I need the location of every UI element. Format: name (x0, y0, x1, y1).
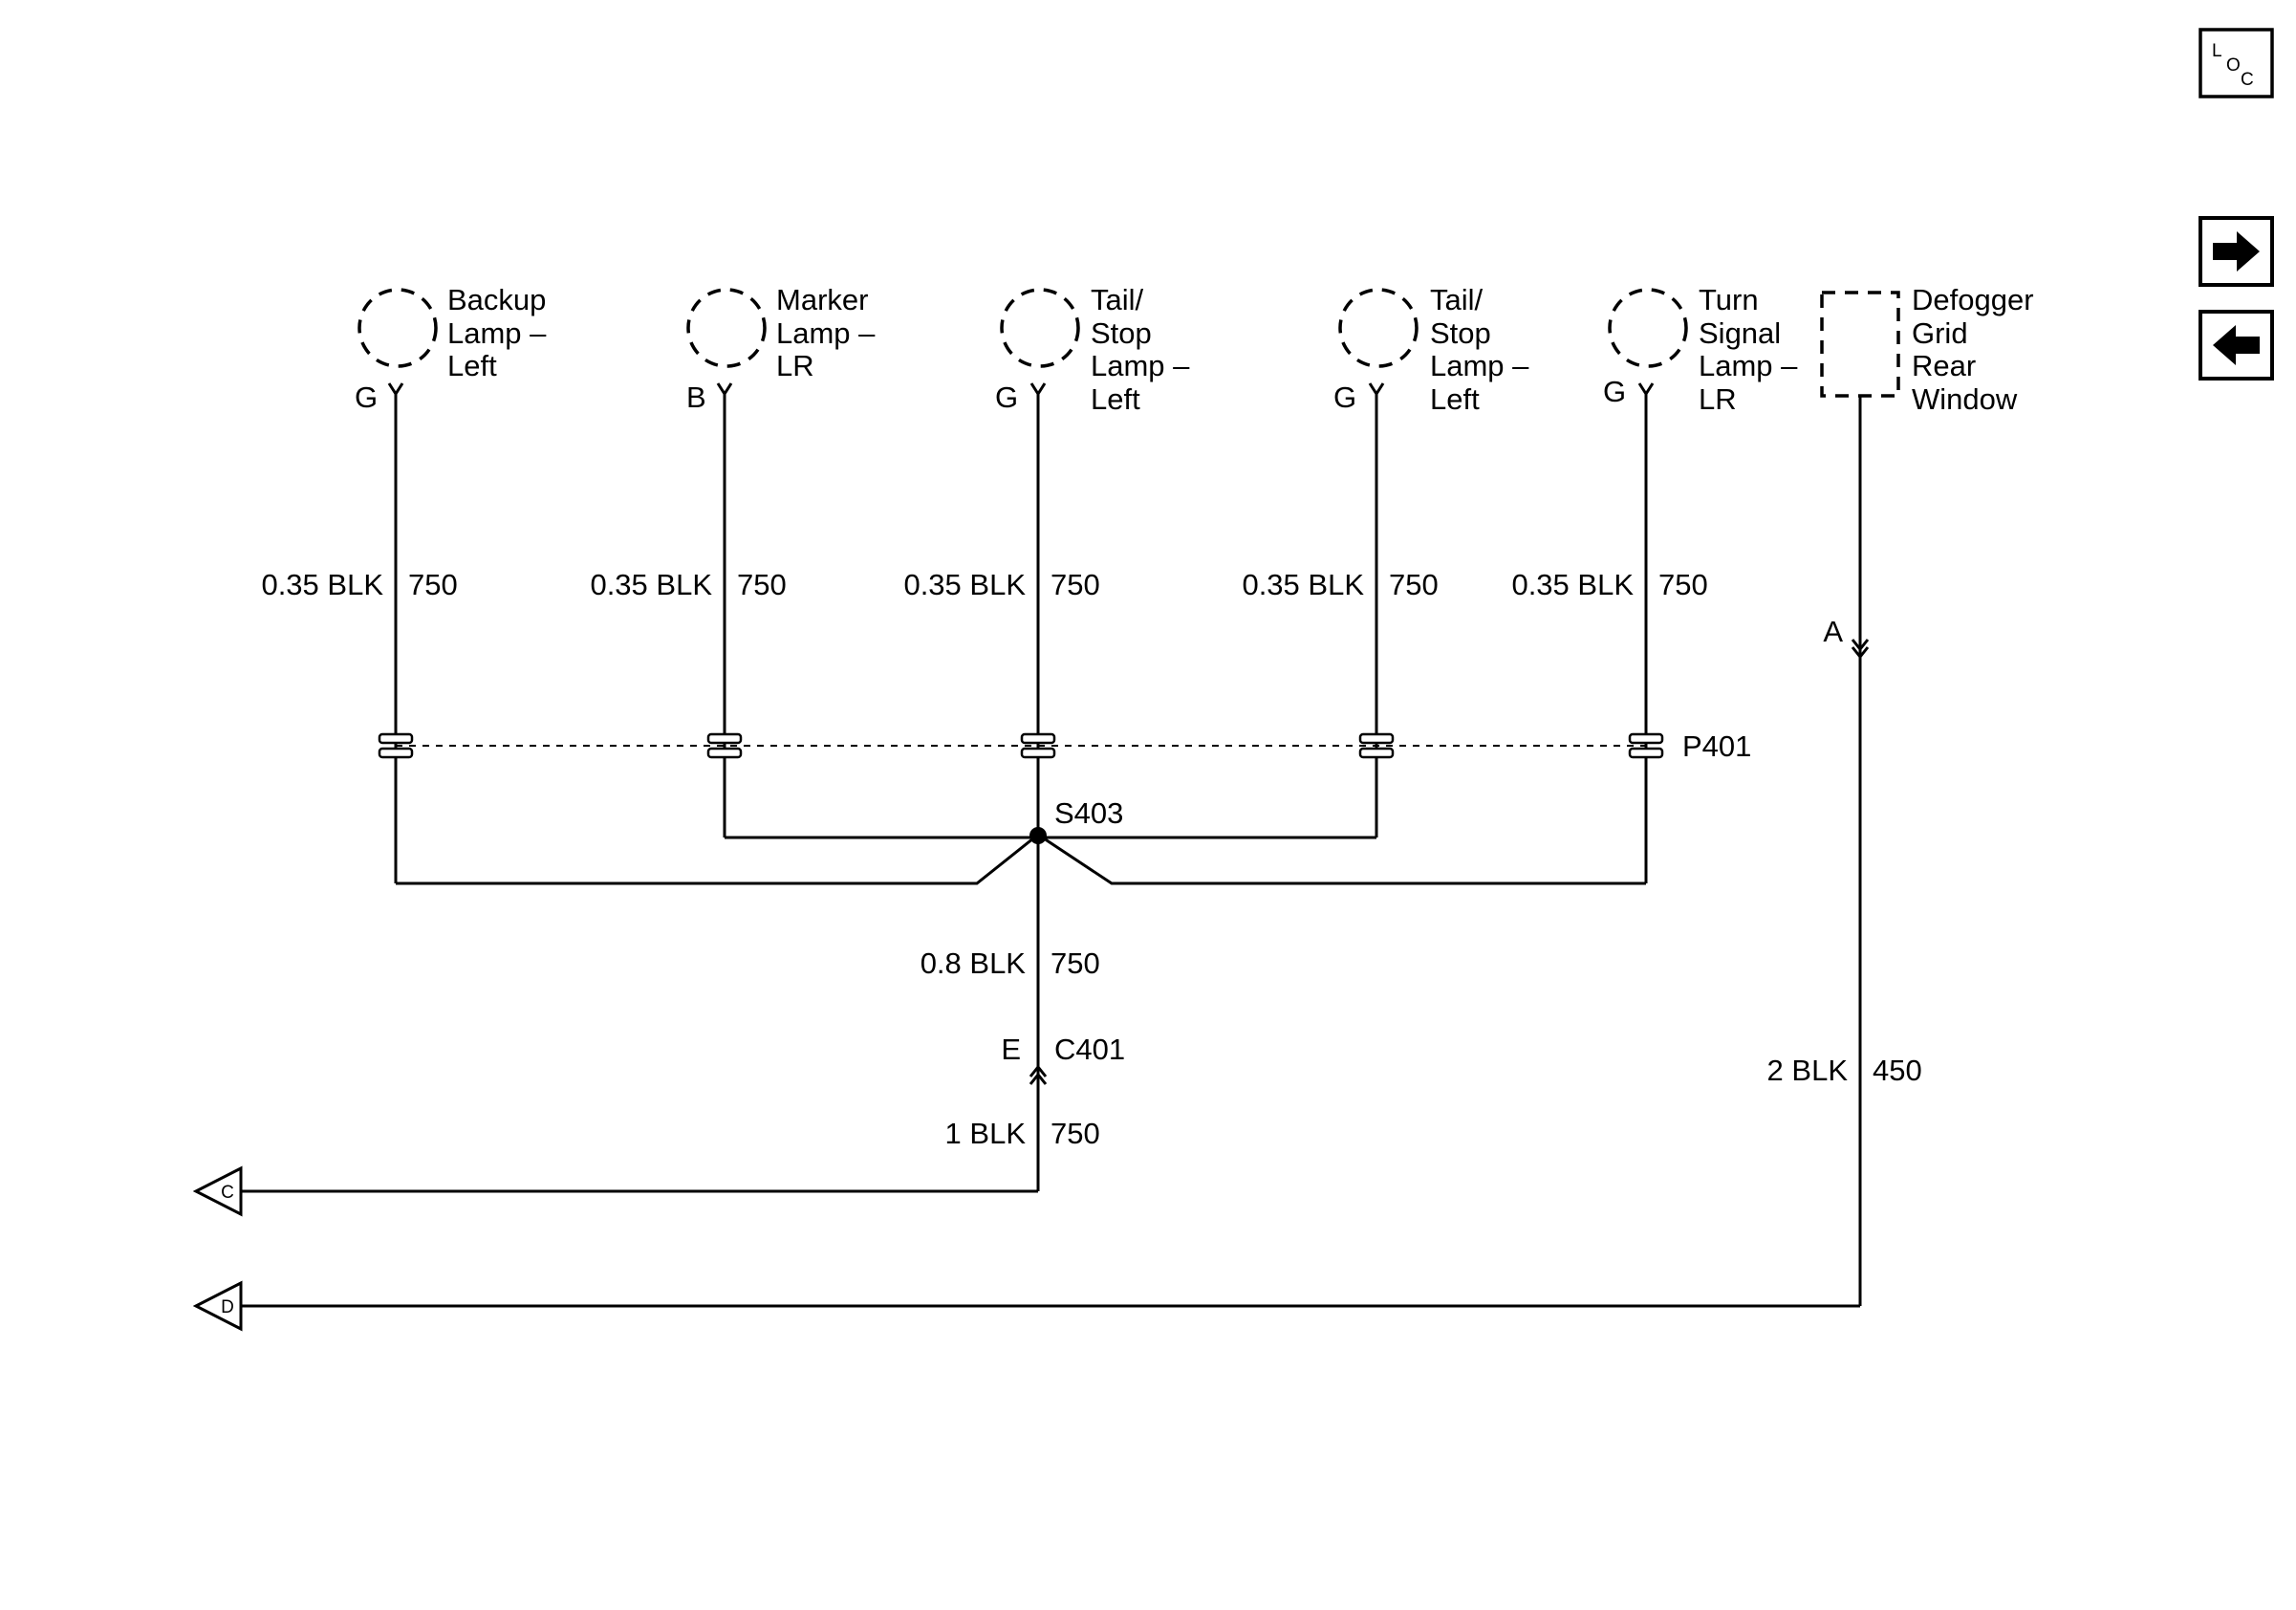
loc-icon[interactable]: L O C (2199, 28, 2274, 98)
svg-text:Grid: Grid (1912, 316, 1968, 350)
svg-text:C: C (221, 1183, 234, 1203)
loc-icon-o: O (2226, 55, 2241, 76)
connector-a-icon (1851, 639, 1870, 660)
component-label-3: Tail/ Stop Lamp – Left (1091, 283, 1190, 416)
svg-text:0.35 BLK: 0.35 BLK (1511, 568, 1634, 601)
pin-label: G (995, 381, 1018, 414)
svg-text:750: 750 (408, 568, 458, 601)
svg-text:Signal: Signal (1699, 316, 1781, 350)
svg-text:D: D (221, 1297, 234, 1317)
wire-circuit-label: 750 (1051, 946, 1100, 980)
pass-through-label: P401 (1682, 729, 1751, 763)
svg-text:0.35 BLK: 0.35 BLK (590, 568, 712, 601)
svg-text:750: 750 (737, 568, 787, 601)
wire-circuit-label: 750 (1051, 1117, 1100, 1150)
component-label-5: Turn Signal Lamp – LR (1699, 283, 1798, 416)
svg-text:LR: LR (1699, 382, 1737, 416)
branch-wire-labels: 0.35 BLK 750 0.35 BLK 750 0.35 BLK 750 0… (261, 568, 1707, 601)
svg-text:Marker: Marker (776, 283, 868, 316)
pin-forks (387, 382, 1655, 400)
svg-text:Rear: Rear (1912, 349, 1976, 382)
wire-size-label: 0.8 BLK (921, 946, 1027, 980)
connector-pin-label: E (1001, 1033, 1021, 1066)
backup-lamp-left-icon (357, 288, 438, 368)
svg-text:Stop: Stop (1430, 316, 1491, 350)
wire-size-label: 2 BLK (1767, 1054, 1849, 1087)
arrow-right-icon[interactable] (2199, 216, 2274, 287)
svg-text:LR: LR (776, 349, 814, 382)
svg-text:Left: Left (1430, 382, 1480, 416)
pass-through-markers (378, 732, 1664, 759)
offpage-connector-c-icon[interactable]: C (192, 1165, 243, 1217)
svg-text:0.35 BLK: 0.35 BLK (261, 568, 383, 601)
connector-c401-icon (1029, 1064, 1048, 1085)
pin-label: G (1333, 381, 1356, 414)
svg-text:Lamp –: Lamp – (776, 316, 876, 350)
marker-lamp-lr-icon (686, 288, 767, 368)
svg-text:0.35 BLK: 0.35 BLK (1242, 568, 1364, 601)
arrow-left-icon[interactable] (2199, 310, 2274, 381)
branch-wires (394, 400, 1648, 1191)
svg-text:Left: Left (447, 349, 497, 382)
svg-text:Lamp –: Lamp – (447, 316, 547, 350)
svg-text:0.35 BLK: 0.35 BLK (903, 568, 1026, 601)
svg-text:Defogger: Defogger (1912, 283, 2034, 316)
svg-text:Backup: Backup (447, 283, 546, 316)
tail-stop-lamp-2-icon (1338, 288, 1419, 368)
svg-text:750: 750 (1658, 568, 1708, 601)
lamp-components (357, 288, 1900, 398)
loc-icon-l: L (2212, 41, 2222, 61)
svg-text:Lamp –: Lamp – (1699, 349, 1798, 382)
component-label-2: Marker Lamp – LR (776, 283, 876, 382)
svg-text:750: 750 (1389, 568, 1439, 601)
component-label-4: Tail/ Stop Lamp – Left (1430, 283, 1529, 416)
svg-text:Left: Left (1091, 382, 1140, 416)
svg-text:750: 750 (1051, 568, 1100, 601)
loc-icon-c: C (2241, 70, 2254, 90)
svg-text:Lamp –: Lamp – (1430, 349, 1529, 382)
svg-text:Stop: Stop (1091, 316, 1152, 350)
wire-size-label: 1 BLK (945, 1117, 1027, 1150)
connector-pin-label: A (1823, 615, 1843, 648)
offpage-connector-d-icon[interactable]: D (192, 1280, 243, 1332)
defogger-grid-icon (1820, 291, 1900, 398)
component-label-1: Backup Lamp – Left (447, 283, 547, 382)
wire-circuit-label: 450 (1873, 1054, 1922, 1087)
pin-label: G (355, 381, 378, 414)
svg-text:Turn: Turn (1699, 283, 1759, 316)
svg-text:Window: Window (1912, 382, 2018, 416)
splice-harness (396, 833, 1646, 885)
svg-text:Tail/: Tail/ (1091, 283, 1144, 316)
splice-dot (1029, 827, 1047, 844)
svg-text:Lamp –: Lamp – (1091, 349, 1190, 382)
svg-text:Tail/: Tail/ (1430, 283, 1484, 316)
turn-signal-lamp-icon (1608, 288, 1688, 368)
connector-id-label: C401 (1054, 1033, 1125, 1066)
tail-stop-lamp-1-icon (1000, 288, 1080, 368)
pin-label: B (686, 381, 706, 414)
splice-label: S403 (1054, 796, 1123, 830)
pin-label: G (1603, 375, 1626, 408)
component-label-6: Defogger Grid Rear Window (1912, 283, 2034, 416)
